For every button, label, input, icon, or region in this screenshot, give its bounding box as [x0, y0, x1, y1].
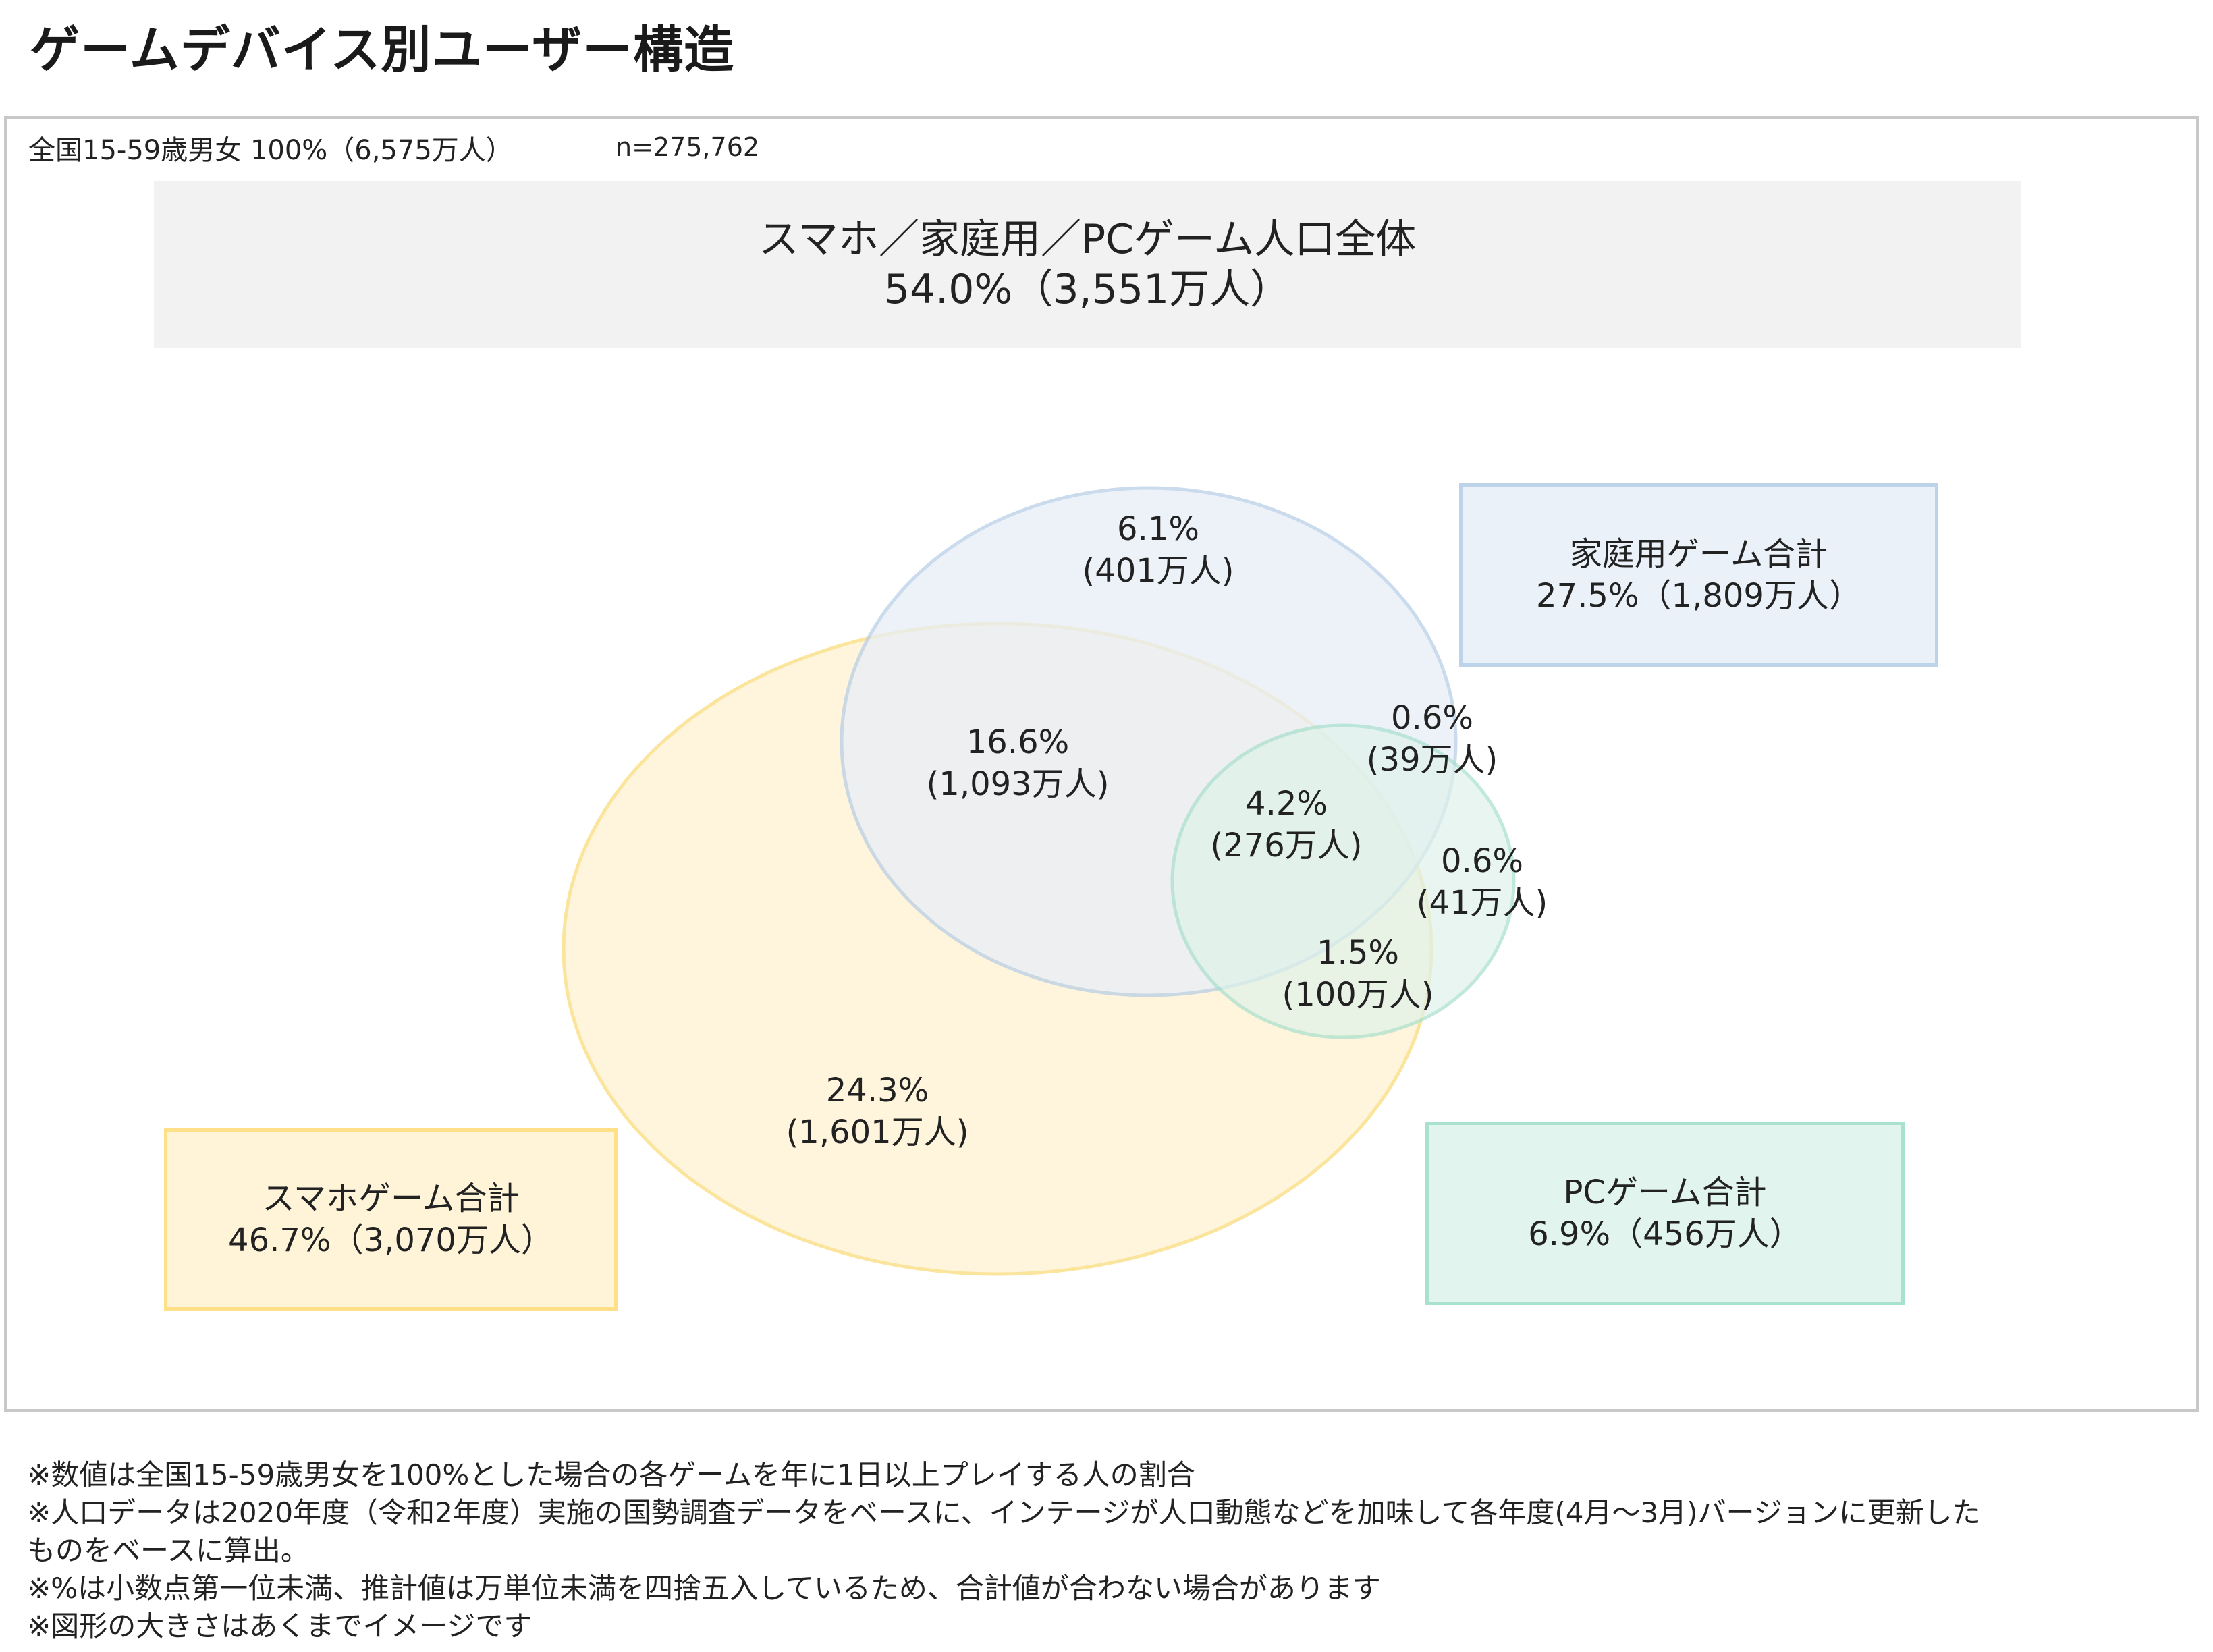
region-pc-only-pct: 0.6%: [1441, 842, 1523, 880]
region-console-pc-count: (39万人): [1366, 741, 1498, 779]
total-population-value: 54.0%（3,551万人）: [883, 266, 1291, 313]
region-console-smartphone: 16.6% (1,093万人): [927, 721, 1110, 805]
footnotes: ※数値は全国15-59歳男女を100%とした場合の各ゲームを年に1日以上プレイす…: [27, 1456, 1981, 1645]
console-total-value: 27.5%（1,809万人）: [1536, 577, 1861, 615]
page-title: ゲームデバイス別ユーザー構造: [30, 21, 735, 79]
region-smartphone-pc-count: (100万人): [1282, 976, 1434, 1014]
region-console-only-pct: 6.1%: [1117, 510, 1199, 548]
region-console-smartphone-count: (1,093万人): [926, 765, 1110, 803]
region-smartphone-pc-pct: 1.5%: [1317, 934, 1399, 972]
total-population-box: スマホ／家庭用／PCゲーム人口全体 54.0%（3,551万人）: [154, 181, 2021, 348]
region-all-three-count: (276万人): [1210, 827, 1363, 864]
smartphone-total-box: スマホゲーム合計 46.7%（3,070万人）: [164, 1128, 618, 1311]
footnote-line: ※図形の大きさはあくまでイメージです: [27, 1609, 532, 1643]
region-smartphone-only: 24.3% (1,601万人): [786, 1070, 969, 1153]
region-console-only-count: (401万人): [1082, 552, 1234, 590]
footnote-line: ※人口データは2020年度（令和2年度）実施の国勢調査データをベースに、インテー…: [27, 1496, 1981, 1529]
smartphone-total-title: スマホゲーム合計: [262, 1180, 520, 1217]
pc-total-title: PCゲーム合計: [1563, 1174, 1767, 1211]
footnote-line: ※数値は全国15-59歳男女を100%とした場合の各ゲームを年に1日以上プレイす…: [27, 1458, 1195, 1491]
total-population-title: スマホ／家庭用／PCゲーム人口全体: [758, 216, 1417, 263]
region-console-smartphone-pct: 16.6%: [966, 723, 1070, 761]
footnote-line: ものをベースに算出。: [27, 1534, 309, 1567]
region-all-three-pct: 4.2%: [1245, 785, 1328, 823]
footnote-line: ※%は小数点第一位未満、推計値は万単位未満を四捨五入しているため、合計値が合わな…: [27, 1572, 1381, 1605]
region-console-only: 6.1% (401万人): [1082, 508, 1234, 592]
console-total-box: 家庭用ゲーム合計 27.5%（1,809万人）: [1459, 483, 1938, 667]
region-smartphone-only-pct: 24.3%: [825, 1072, 929, 1109]
region-console-pc: 0.6% (39万人): [1367, 697, 1498, 781]
region-pc-only-count: (41万人): [1416, 884, 1548, 922]
pc-total-value: 6.9%（456万人）: [1528, 1215, 1802, 1253]
region-pc-only: 0.6% (41万人): [1417, 840, 1548, 924]
console-total-title: 家庭用ゲーム合計: [1569, 535, 1828, 573]
region-all-three: 4.2% (276万人): [1210, 783, 1362, 866]
smartphone-total-value: 46.7%（3,070万人）: [228, 1221, 553, 1259]
pc-set-ellipse: [1170, 723, 1516, 1039]
region-console-pc-pct: 0.6%: [1391, 699, 1473, 737]
base-population-label: 全国15-59歳男女 100%（6,575万人）: [28, 135, 513, 166]
sample-size-label: n=275,762: [616, 132, 760, 162]
region-smartphone-only-count: (1,601万人): [786, 1113, 969, 1151]
pc-total-box: PCゲーム合計 6.9%（456万人）: [1425, 1122, 1905, 1305]
region-smartphone-pc: 1.5% (100万人): [1282, 932, 1433, 1016]
